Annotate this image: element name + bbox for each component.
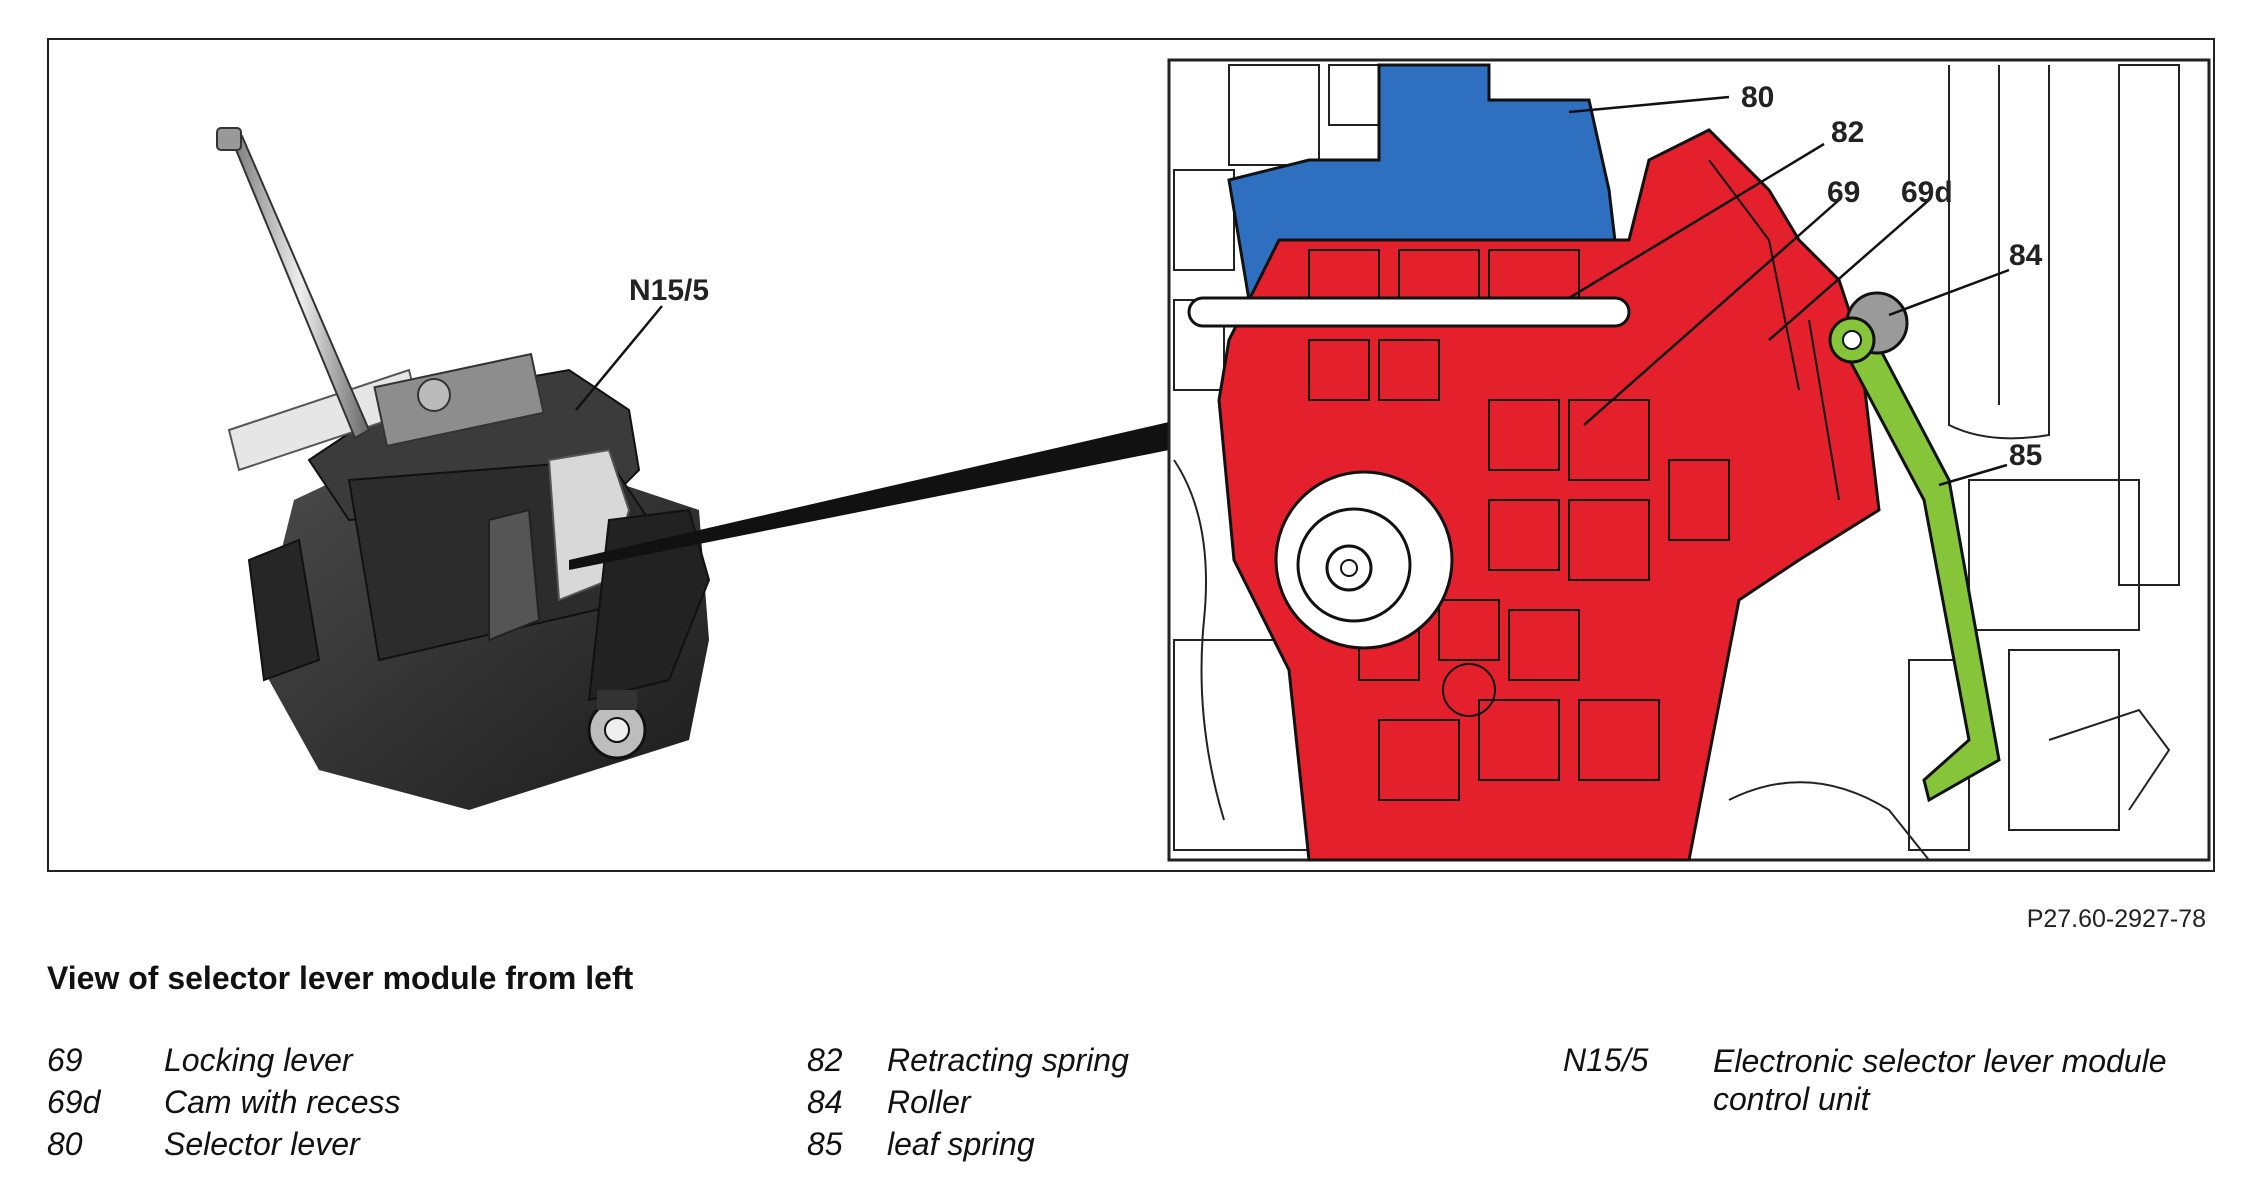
callout-84: 84 [2009,239,2043,272]
figure-frame: N15/5 80 82 69 69d 84 85 [47,38,2215,872]
legend-description: Retracting spring [887,1042,1129,1078]
pivot-shaft [1274,470,1454,650]
callout-69: 69 [1827,176,1860,209]
figure-code: P27.60-2927-78 [2026,905,2206,933]
legend-description: Electronic selector lever module control… [1713,1043,2167,1117]
legend-description: Locking lever [164,1042,353,1078]
figure-caption: View of selector lever module from left [47,960,634,996]
legend-number: 69 [47,1042,83,1078]
legend-number: N15/5 [1563,1042,1649,1078]
callout-80: 80 [1741,81,1774,114]
legend-number: 82 [807,1042,843,1078]
diagram-svg: N15/5 80 82 69 69d 84 85 [216,58,2211,862]
detail-inset [1167,58,2211,862]
callout-82: 82 [1831,116,1864,149]
leader-82 [1568,142,1825,300]
leader-n155 [575,305,663,411]
legend-description: Roller [887,1084,971,1120]
legend-description: Cam with recess [164,1084,401,1120]
leaf-spring-85 [1836,326,2001,803]
legend-description: leaf spring [887,1126,1035,1162]
detail-connector [569,422,1169,570]
legend-description: Selector lever [164,1126,360,1162]
callout-85: 85 [2009,439,2042,472]
leader-69 [1583,199,1840,426]
legend-number: 69d [47,1084,101,1120]
leader-80 [1568,95,1730,114]
leader-84 [1888,268,2010,317]
leader-69d [1768,199,1930,341]
selector-module-photo [216,127,711,810]
legend-number: 85 [807,1126,843,1162]
legend-number: 80 [47,1126,83,1162]
leader-85 [1938,463,2008,487]
retracting-spring-82 [1187,296,1631,328]
roller-84 [1828,291,1909,364]
callout-n155: N15/5 [629,274,709,307]
callout-69d: 69d [1901,176,1953,209]
leader-lines [575,95,2010,487]
legend-number: 84 [807,1084,843,1120]
